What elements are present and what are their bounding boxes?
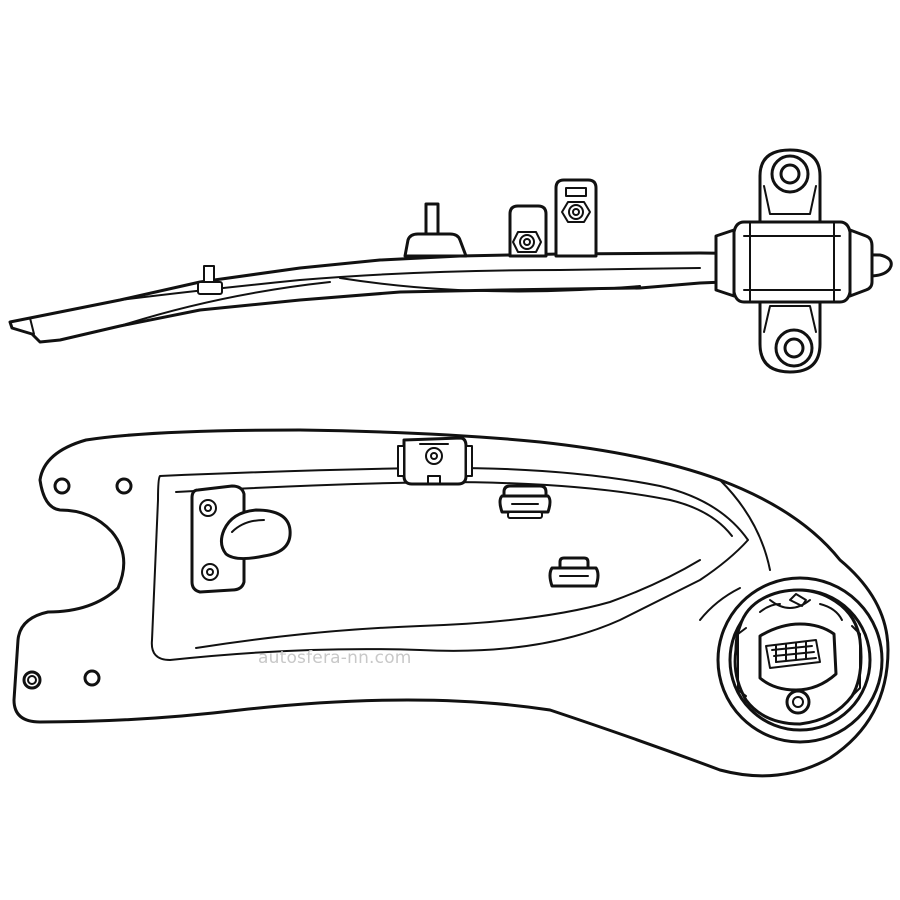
side-stud-center [403, 202, 468, 258]
plan-holes-left [22, 477, 133, 690]
plan-clip-lower [548, 556, 600, 588]
plan-top-bracket [397, 436, 473, 486]
mount-hole [115, 477, 133, 495]
watermark-text: autosfera-nn.com [258, 648, 412, 668]
plan-arm-outline [12, 428, 890, 778]
side-bushing [714, 148, 874, 374]
mount-hole [83, 669, 101, 687]
plan-clip-upper [498, 484, 552, 519]
side-view [8, 148, 893, 374]
plan-view [12, 428, 890, 778]
mount-hole [53, 477, 71, 495]
side-bracket-small [508, 204, 548, 258]
mount-hole [22, 670, 42, 690]
side-stud-left [197, 265, 223, 295]
side-bracket-tall [554, 178, 598, 258]
plan-bushing [716, 576, 884, 744]
plan-slot-bracket [190, 484, 292, 594]
